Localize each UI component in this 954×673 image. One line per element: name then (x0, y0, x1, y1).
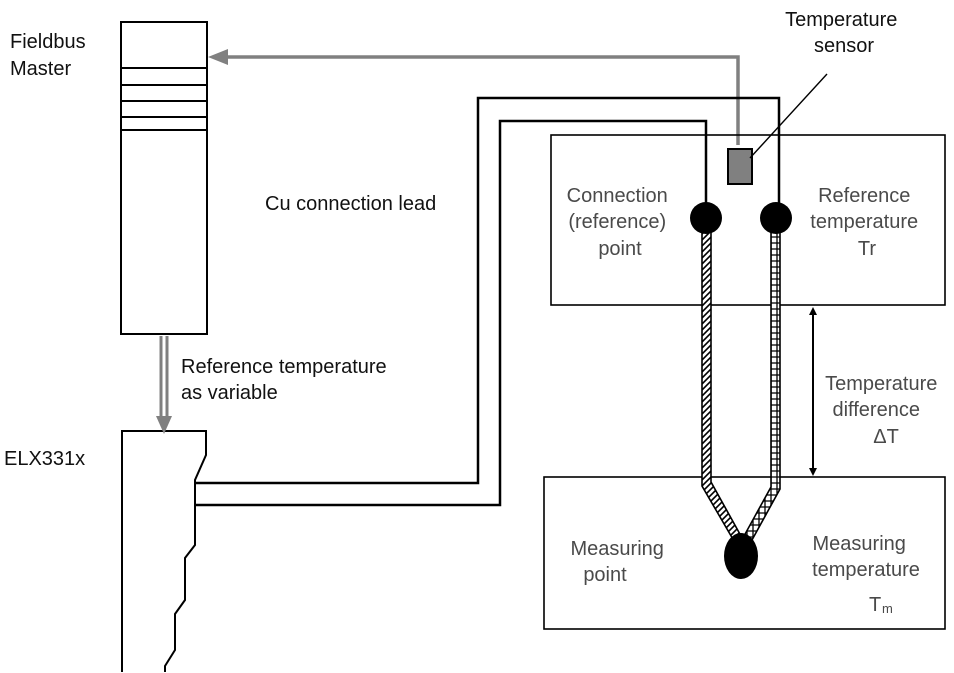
temperature-difference-label: Temperature difference ΔT (825, 373, 943, 448)
measuring-point-label: Measuring point (571, 538, 670, 586)
elx331x-module (121, 430, 207, 672)
reference-junction-box (550, 134, 946, 306)
elx331x-label: ELX331x (4, 448, 85, 470)
temperature-sensor-label: Temperature sensor (785, 9, 903, 57)
sensor-signal-arrow (208, 49, 740, 145)
measuring-point-dot (724, 533, 758, 579)
connection-point-dot-right (760, 202, 792, 234)
fieldbus-master-label: Fieldbus Master (10, 31, 91, 80)
reference-variable-arrow (156, 336, 172, 434)
measuring-point-box (543, 476, 946, 630)
measuring-temperature-label: Measuring temperature (812, 533, 920, 581)
thermocouple-wire-b (742, 224, 781, 542)
connection-point-dot-left (690, 202, 722, 234)
measuring-temperature-symbol: T (869, 594, 881, 616)
measuring-temperature-subscript: m (882, 601, 893, 616)
cu-connection-lead-label: Cu connection lead (265, 193, 436, 215)
reference-variable-label: Reference temperature as variable (181, 356, 392, 404)
temperature-sensor (727, 148, 753, 185)
fieldbus-master (120, 21, 208, 335)
temperature-sensor-leader (749, 73, 828, 159)
connection-point-label: Connection (reference) point (567, 185, 674, 260)
cu-connection-lead (196, 96, 781, 507)
thermocouple-wire-a (701, 224, 743, 543)
reference-temperature-label: Reference temperature Tr (810, 185, 923, 260)
